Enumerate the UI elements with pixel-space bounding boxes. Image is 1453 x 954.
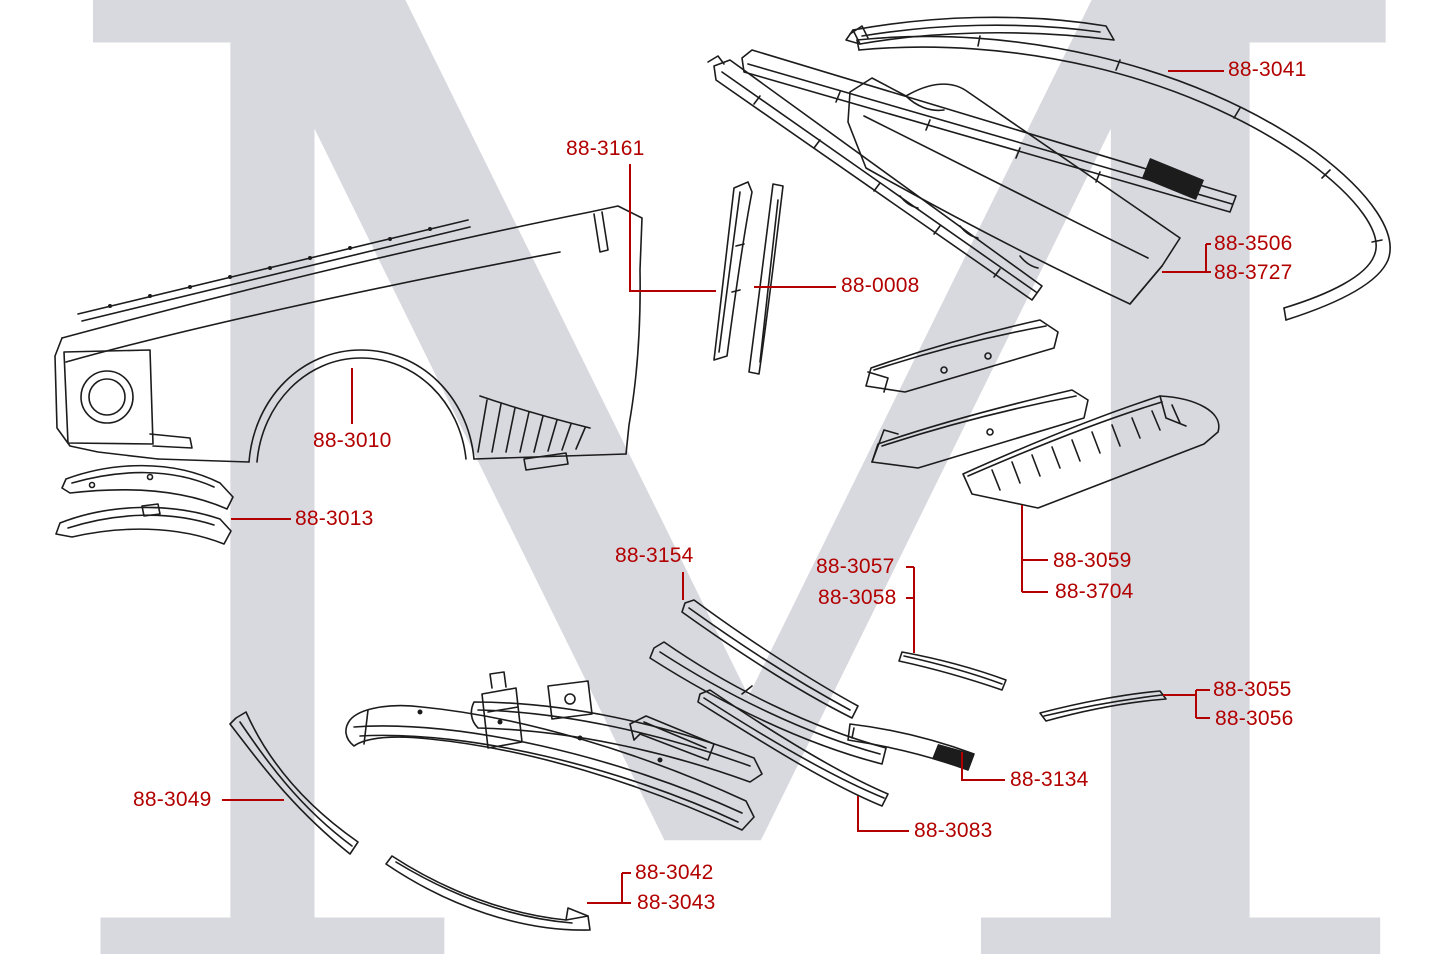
- part-label-88-3041: 88-3041: [1228, 58, 1307, 81]
- part-label-88-3013: 88-3013: [295, 507, 374, 530]
- windshield-frame-rail: [741, 49, 1237, 213]
- part-label-88-3058: 88-3058: [818, 586, 897, 609]
- part-label-88-3059: 88-3059: [1053, 549, 1132, 572]
- trim-rivets: [108, 227, 432, 308]
- leader-3083: [857, 796, 909, 832]
- bumper-bar-rear: [470, 701, 763, 783]
- part-label-88-3010: 88-3010: [313, 429, 392, 452]
- a-pillar-strips: [713, 181, 784, 375]
- part-label-88-3057: 88-3057: [816, 555, 895, 578]
- part-label-88-3049: 88-3049: [133, 788, 212, 811]
- leader-3059-3704: [1021, 505, 1048, 593]
- side-panel-middle: [871, 389, 1089, 469]
- part-label-88-3727: 88-3727: [1214, 261, 1293, 284]
- front-molding-strip: [229, 711, 359, 855]
- part-label-88-3506: 88-3506: [1214, 232, 1293, 255]
- sill-strip-bottom: [697, 689, 889, 807]
- windshield-pillar-rail: [707, 55, 1043, 301]
- cowl-panel: [847, 77, 1181, 305]
- leader-3042-3043: [587, 872, 631, 904]
- bumper-bar-front: [345, 704, 755, 831]
- part-label-88-3083: 88-3083: [914, 819, 993, 842]
- rocker-sill-panel: [962, 395, 1220, 509]
- part-label-88-3056: 88-3056: [1215, 707, 1294, 730]
- quarter-trim-strip: [898, 651, 1007, 691]
- part-label-88-3134: 88-3134: [1010, 768, 1089, 791]
- rear-molding-strip: [1039, 690, 1167, 722]
- leader-lines: [222, 70, 1224, 904]
- part-label-88-3042: 88-3042: [635, 861, 714, 884]
- leader-3506-3727: [1162, 243, 1211, 273]
- sill-panel-lower: [649, 641, 887, 765]
- part-label-88-3161: 88-3161: [566, 137, 645, 160]
- windshield-molding: [849, 25, 1391, 321]
- leader-3057-3058: [906, 566, 915, 653]
- part-label-88-0008: 88-0008: [841, 274, 920, 297]
- front-fender-drawing: [54, 205, 643, 471]
- part-label-88-3043: 88-3043: [637, 891, 716, 914]
- sill-strip-upper: [681, 599, 859, 719]
- leader-3161: [629, 164, 716, 292]
- part-label-88-3055: 88-3055: [1213, 678, 1292, 701]
- leader-3055-3056: [1163, 689, 1210, 719]
- bumper-molding-strip: [385, 855, 591, 931]
- lower-trim-strip: [61, 464, 234, 510]
- part-label-88-3154: 88-3154: [615, 544, 694, 567]
- part-label-88-3704: 88-3704: [1055, 580, 1134, 603]
- side-panel-upper: [865, 319, 1059, 393]
- watermark-letter: M: [23, 0, 1453, 954]
- corner-trim: [847, 723, 975, 771]
- bumper-bracket-mid: [547, 680, 593, 720]
- leader-3134: [961, 752, 1005, 781]
- lower-trim-strip-2: [55, 503, 232, 545]
